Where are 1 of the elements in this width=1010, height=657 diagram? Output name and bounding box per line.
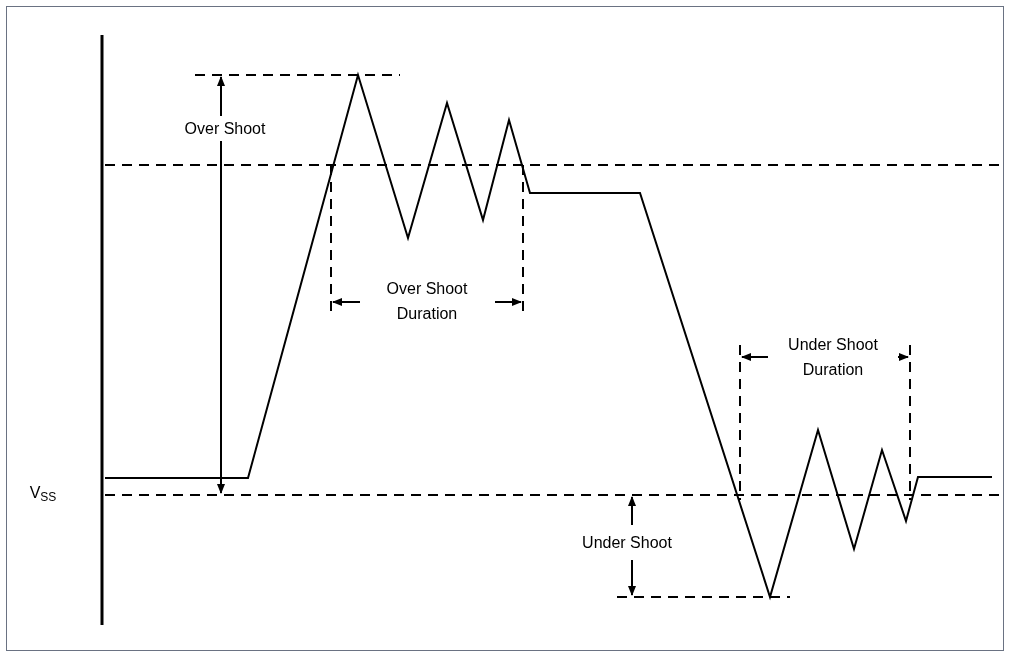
dimension-label: Over Shoot <box>182 116 268 141</box>
